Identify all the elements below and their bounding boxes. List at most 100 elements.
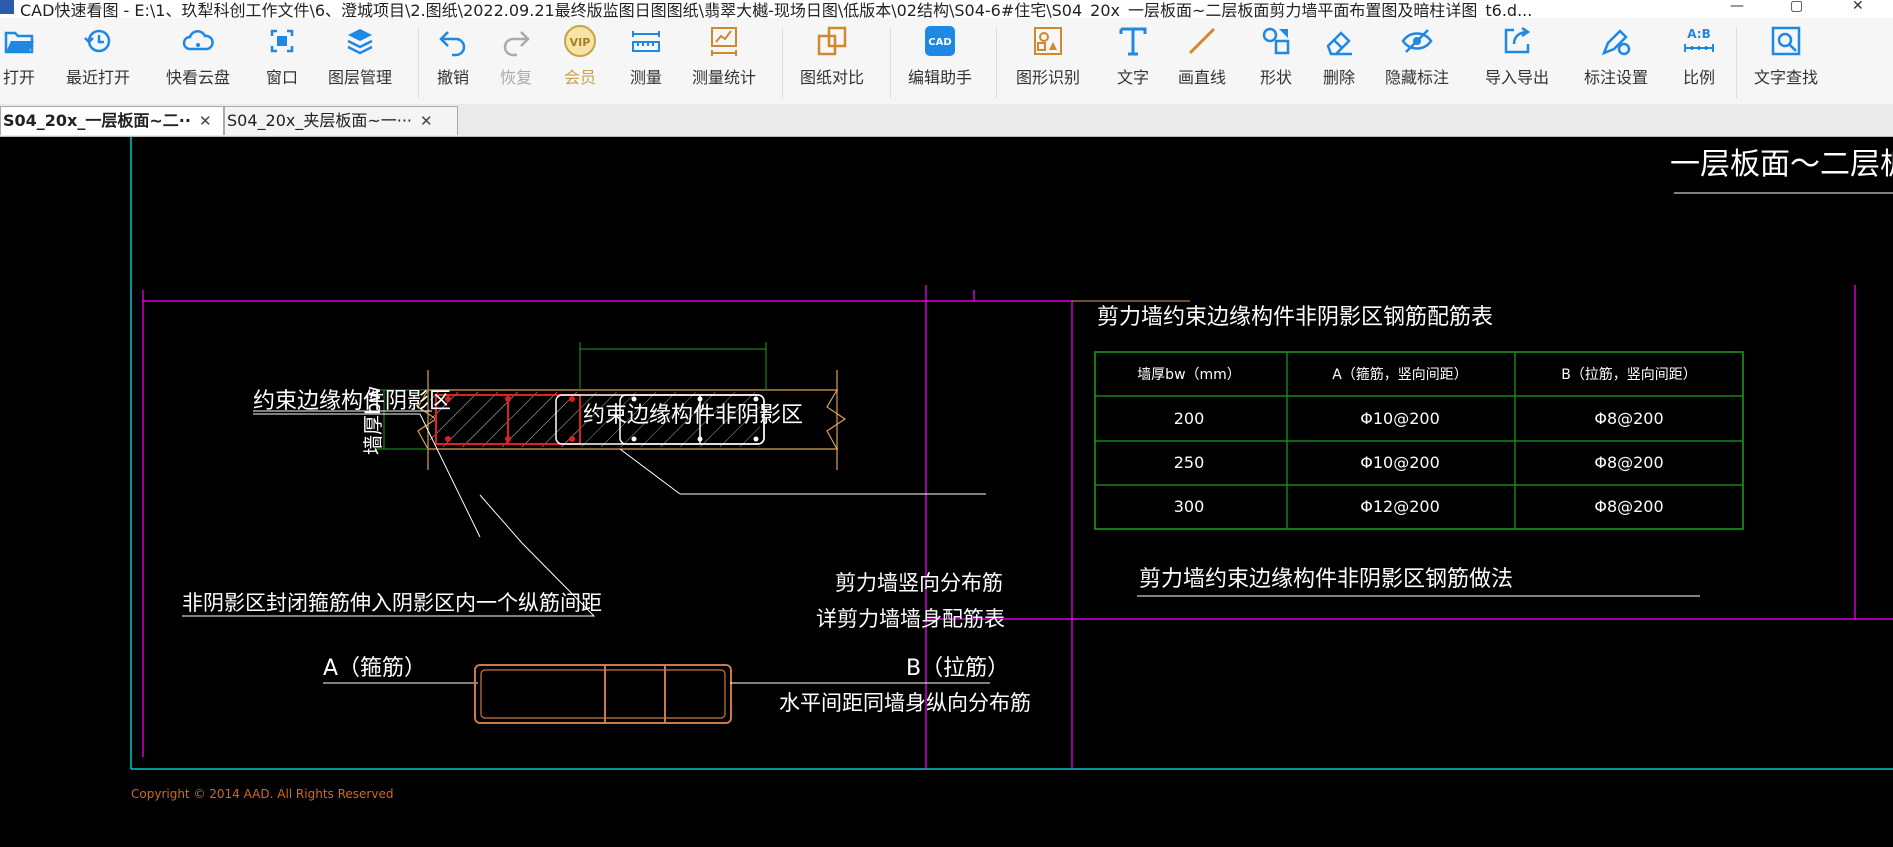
export-icon [1504,26,1531,54]
redo-icon [503,31,530,57]
layers-button[interactable]: 图层管理 [328,24,392,88]
recent-button[interactable]: 最近打开 [66,24,130,88]
undo-button[interactable]: 撤销 [436,24,470,88]
recent-label: 最近打开 [66,68,131,87]
compare-label: 图纸对比 [800,68,865,87]
see-body-label: 详剪力墙墙身配筋表 [816,607,1005,631]
hide-anno-button[interactable]: 隐藏标注 [1385,24,1449,88]
shape-recognition-icon [1034,27,1062,55]
close-tab-icon[interactable]: ✕ [420,112,433,130]
non-shadow-area-label: 约束边缘构件非阴影区 [583,403,803,428]
table-header-cell: 墙厚bw（mm） [1137,367,1241,383]
pen-gear-icon [1601,29,1631,56]
shape-button[interactable]: 形状 [1259,24,1293,88]
line-button[interactable]: 画直线 [1178,24,1226,88]
layers-icon [347,29,373,55]
table-cell: Φ8@200 [1594,453,1663,472]
hatched-nonshadow-area [580,392,760,447]
import-export-label: 导入导出 [1485,68,1550,87]
rebar [569,436,575,442]
close-tab-icon[interactable]: ✕ [198,112,212,130]
open-button[interactable]: 打开 [2,24,36,88]
text-search-label: 文字查找 [1754,68,1819,87]
text-label: 文字 [1116,68,1149,87]
tab-label: S04_20x_夹层板面~一··· [227,111,413,130]
measure-stats-label: 测量统计 [692,68,757,87]
cloud-button[interactable]: 快看云盘 [166,24,230,88]
drawing-title: 一层板面～二层板面 [1670,147,1893,182]
stats-icon [711,27,737,56]
tab-document-1[interactable]: S04_20x_一层板面~二·· ✕ [0,106,224,135]
non-shadow-stirrup [619,394,765,445]
import-export-button[interactable]: 导入导出 [1485,24,1549,88]
vip-button[interactable]: VIP 会员 [563,24,597,88]
measure-label: 测量 [629,68,662,87]
drawing-canvas[interactable]: 一层板面～二层板面 [0,137,1893,843]
text-search-icon [1771,26,1801,56]
text-search-button[interactable]: 文字查找 [1754,24,1818,88]
vip-icon: VIP [564,25,596,57]
redo-button[interactable]: 恢复 [499,24,533,88]
rebar [753,436,759,442]
toolbar-divider [1736,28,1737,98]
close-window-button[interactable]: ✕ [1852,0,1864,14]
cad-app-icon [0,0,14,14]
anno-settings-button[interactable]: 标注设置 [1584,24,1648,88]
text-button[interactable]: 文字 [1116,24,1150,88]
line-label: 画直线 [1178,68,1227,87]
horizontal-spacing-label: 水平间距同墙身纵向分布筋 [779,691,1031,715]
table-cell: Φ10@200 [1360,453,1440,472]
leader-line [253,413,481,538]
rebar [445,396,451,402]
layers-label: 图层管理 [328,68,393,87]
restore-button[interactable]: ▢ [1790,0,1804,14]
rebar [505,396,511,402]
detail-title: 剪力墙约束边缘构件非阴影区钢筋做法 [1139,567,1513,592]
toolbar-divider [418,28,419,98]
rebar [697,396,703,402]
document-tabs: S04_20x_一层板面~二·· ✕ S04_20x_夹层板面~一··· ✕ [0,104,1893,137]
title-bar: CAD快速看图 - E:\1、玖犁科创工作文件\6、澄城项目\2.图纸\2022… [0,0,1893,18]
shape-recog-label: 图形识别 [1016,68,1081,87]
scale-label: 比例 [1682,68,1715,87]
leader-line [619,448,681,495]
minimize-button[interactable]: — [1730,0,1744,14]
line-icon [1188,27,1216,55]
rebar [753,396,759,402]
scale-button[interactable]: A:B 比例 [1682,24,1716,88]
text-icon [1119,27,1147,56]
vip-badge-text: VIP [570,36,591,49]
hide-anno-label: 隐藏标注 [1385,68,1450,87]
table-cell: Φ12@200 [1360,497,1440,516]
shape-recog-button[interactable]: 图形识别 [1016,24,1080,88]
table-cell: 250 [1174,453,1205,472]
compare-button[interactable]: 图纸对比 [800,24,864,88]
edit-assistant-button[interactable]: CAD 编辑助手 [908,24,972,88]
table-cell: 200 [1174,409,1205,428]
history-icon [84,29,111,53]
tab-label: S04_20x_一层板面~二·· [3,111,191,130]
toolbar-divider [782,28,783,98]
copyright-text: Copyright © 2014 AAD. All Rights Reserve… [131,787,393,801]
table-header-cell: B（拉筋，竖向间距） [1561,366,1697,383]
toolbar-divider [996,28,997,98]
vip-label: 会员 [563,68,596,87]
folder-open-icon [4,31,34,54]
window-button[interactable]: 窗口 [265,24,299,88]
cad-drawing: 一层板面～二层板面 [130,137,1893,801]
cloud-label: 快看云盘 [166,68,231,87]
measure-stats-button[interactable]: 测量统计 [692,24,756,88]
window-title: CAD快速看图 - E:\1、玖犁科创工作文件\6、澄城项目\2.图纸\2022… [20,1,1533,18]
rebar [631,436,637,442]
eye-slash-icon [1401,29,1433,53]
stirrup-a-label: A（箍筋） [323,656,426,681]
scale-badge-text: A:B [1687,27,1710,41]
tab-document-2[interactable]: S04_20x_夹层板面~一··· ✕ [224,106,458,135]
table-cell: Φ10@200 [1360,409,1440,428]
delete-button[interactable]: 删除 [1322,24,1356,88]
measure-button[interactable]: 测量 [629,24,663,88]
cloud-icon [182,30,214,51]
cad-badge-text: CAD [928,37,951,48]
redo-label: 恢复 [499,68,532,87]
edit-assistant-icon: CAD [925,26,955,56]
